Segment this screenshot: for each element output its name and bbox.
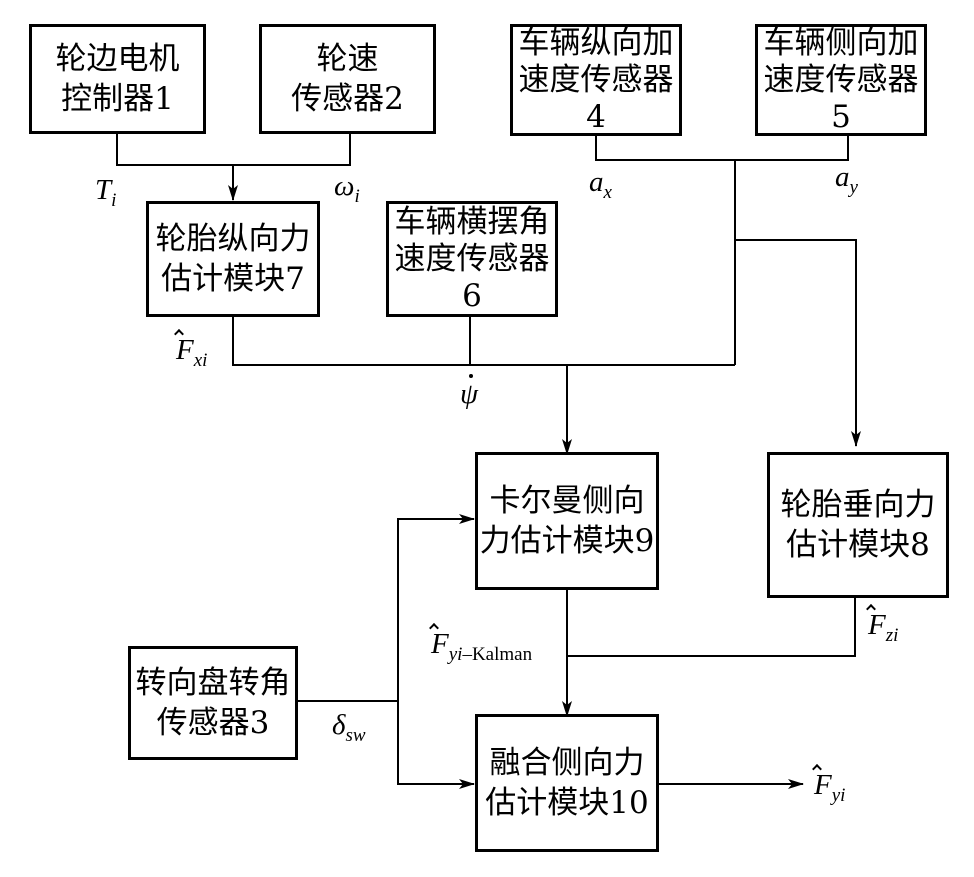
label-steering-angle-sub: sw [345, 725, 366, 746]
block-steering-angle-sensor-label: 转向盘转角 传感器3 [135, 665, 291, 741]
block-longitudinal-accel-sensor: 车辆纵向加 速度传感器 4 [510, 24, 682, 136]
label-torque: Ti [95, 174, 117, 211]
label-fy-hat-output: Fyi [814, 769, 846, 806]
block-motor-controller-label: 轮边电机 控制器1 [55, 41, 180, 117]
block-vertical-force-estimator: 轮胎垂向力 估计模块8 [767, 452, 949, 598]
label-steering-angle: δsw [332, 709, 366, 746]
label-fy-kalman-symbol: F [431, 628, 449, 660]
label-torque-symbol: T [95, 174, 112, 206]
wire-ti-omega [116, 132, 351, 166]
label-torque-sub: i [111, 190, 117, 211]
label-fy-kalman-sub: yi–Kalman [449, 644, 532, 665]
block-yaw-rate-sensor: 车辆横摆角 速度传感器 6 [386, 201, 558, 317]
label-yaw-rate-symbol: ψ [460, 374, 479, 410]
block-yaw-rate-sensor-label: 车辆横摆角 速度传感器 6 [394, 203, 550, 314]
label-fy-hat-output-symbol: F [814, 769, 832, 801]
label-ax-symbol: a [589, 166, 604, 198]
block-motor-controller: 轮边电机 控制器1 [29, 24, 206, 134]
label-ay: ay [835, 161, 858, 198]
label-fy-kalman-sub-text: –Kalman [462, 644, 533, 665]
label-fz-hat-sub: zi [885, 625, 899, 646]
label-fy-kalman-sub-index: yi [448, 644, 463, 665]
label-yaw-rate: ψ [460, 374, 479, 410]
label-wheel-speed-sub: i [354, 186, 360, 207]
label-ay-sub: y [849, 177, 858, 198]
label-ax: ax [589, 166, 612, 203]
block-lateral-accel-sensor: 车辆侧向加 速度传感器 5 [755, 24, 927, 136]
wire-fz [567, 596, 856, 657]
block-longitudinal-force-estimator: 轮胎纵向力 估计模块7 [146, 201, 320, 317]
wire-ax-ay [595, 134, 849, 161]
wire-delta-to-block10 [397, 701, 475, 789]
block-kalman-lateral-force-estimator: 卡尔曼侧向 力估计模块9 [475, 452, 659, 590]
label-ay-symbol: a [835, 161, 850, 193]
label-fz-hat-symbol: F [868, 609, 886, 641]
label-fz-hat: Fzi [868, 609, 899, 646]
wire-fx-psi-bus [232, 316, 735, 366]
wire-to-block8 [735, 239, 861, 447]
block-steering-angle-sensor: 转向盘转角 传感器3 [128, 646, 298, 760]
label-fx-hat-sub: xi [193, 350, 208, 371]
block-longitudinal-force-estimator-label: 轮胎纵向力 估计模块7 [155, 221, 311, 297]
block-fusion-lateral-force-estimator: 融合侧向力 估计模块10 [475, 714, 659, 852]
label-wheel-speed: ωi [334, 170, 360, 207]
block-wheel-speed-sensor-label: 轮速 传感器2 [291, 41, 404, 117]
block-vertical-force-estimator-label: 轮胎垂向力 估计模块8 [780, 487, 936, 563]
label-steering-angle-symbol: δ [332, 709, 346, 741]
block-wheel-speed-sensor: 轮速 传感器2 [259, 24, 436, 134]
block-kalman-lateral-force-estimator-label: 卡尔曼侧向 力估计模块9 [479, 483, 655, 559]
block-longitudinal-accel-sensor-label: 车辆纵向加 速度传感器 4 [518, 24, 674, 135]
wire-delta-to-block9 [397, 514, 475, 784]
block-fusion-lateral-force-estimator-label: 融合侧向力 估计模块10 [485, 745, 649, 821]
label-fx-hat-symbol: F [176, 334, 194, 366]
label-wheel-speed-symbol: ω [334, 170, 355, 202]
label-ax-sub: x [603, 182, 612, 203]
label-fy-hat-output-sub: yi [831, 785, 846, 806]
label-fy-kalman: Fyi–Kalman [431, 628, 532, 665]
block-lateral-accel-sensor-label: 车辆侧向加 速度传感器 5 [763, 24, 919, 135]
label-fx-hat: Fxi [176, 334, 208, 371]
